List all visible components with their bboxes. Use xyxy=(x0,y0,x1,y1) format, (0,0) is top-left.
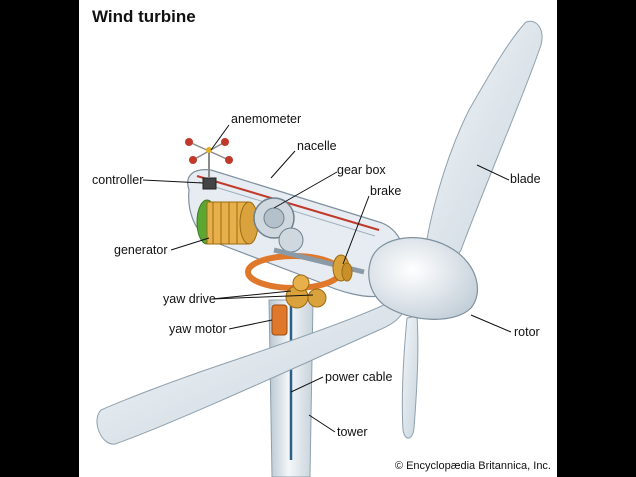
diagram-title: Wind turbine xyxy=(92,7,196,26)
controller-shape xyxy=(202,177,217,190)
yaw-motor-shape xyxy=(271,304,288,336)
copyright-credit: © Encyclopædia Britannica, Inc. xyxy=(394,460,551,472)
label-tower: tower xyxy=(337,425,368,439)
label-generator: generator xyxy=(114,243,168,257)
label-gear-box: gear box xyxy=(337,163,386,177)
label-blade: blade xyxy=(510,172,541,186)
label-yaw-motor: yaw motor xyxy=(169,322,227,336)
anemometer-shape xyxy=(185,138,233,178)
upper-blade-shape xyxy=(423,20,543,269)
label-nacelle: nacelle xyxy=(297,139,337,153)
lower-blade-shape xyxy=(96,297,405,445)
bottom-blade-shape xyxy=(401,315,419,439)
brake-shape xyxy=(332,254,353,282)
gear-box-shape xyxy=(253,197,304,253)
generator-shape xyxy=(196,199,259,245)
wind-turbine-illustration xyxy=(96,20,543,477)
rotor-hub-shape xyxy=(368,237,479,320)
label-controller: controller xyxy=(92,173,144,187)
diagram-panel: Wind turbine anemometer nacelle gear box… xyxy=(79,0,557,477)
label-power-cable: power cable xyxy=(325,370,393,384)
label-rotor: rotor xyxy=(514,325,540,339)
yaw-drive-shape xyxy=(285,274,327,309)
leader-lines xyxy=(142,124,512,433)
label-yaw-drive: yaw drive xyxy=(163,292,216,306)
label-anemometer: anemometer xyxy=(231,112,302,126)
label-brake: brake xyxy=(370,184,402,198)
